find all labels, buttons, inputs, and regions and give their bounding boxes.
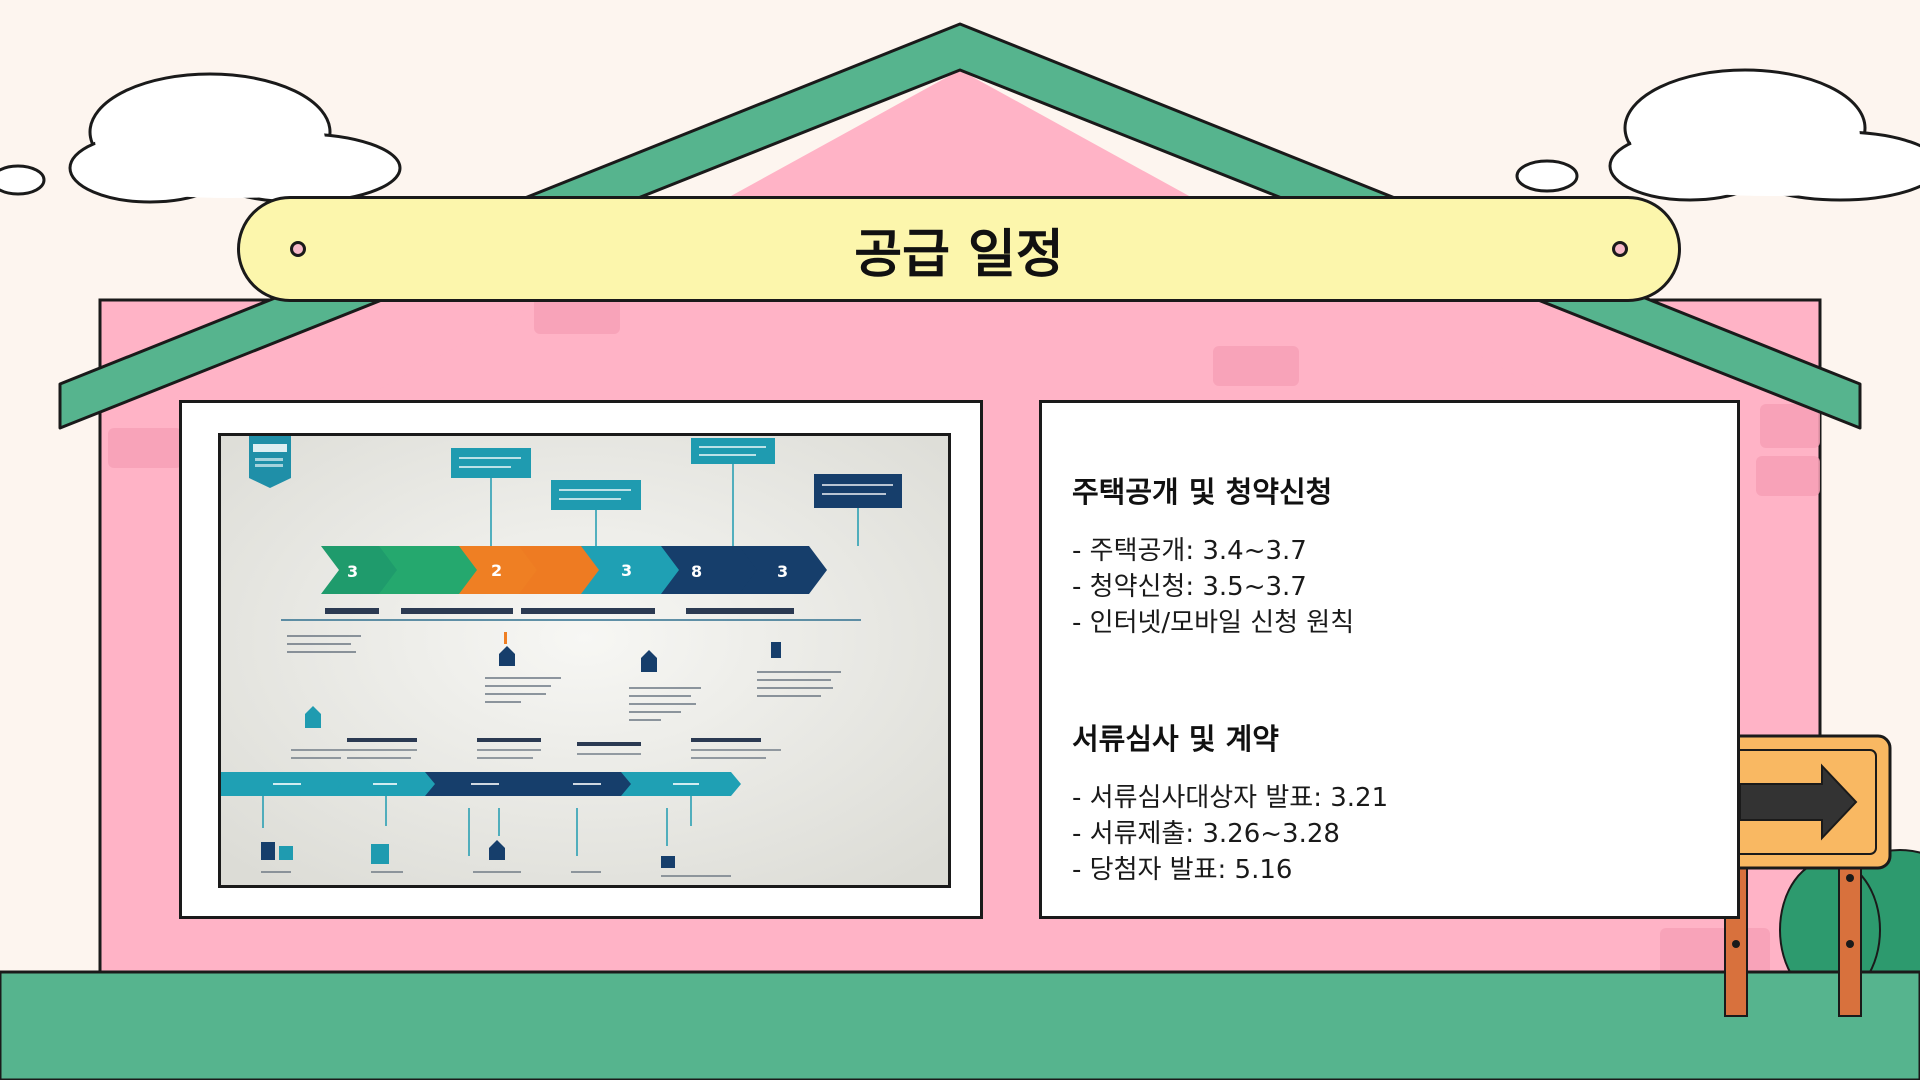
title-banner: 공급 일정	[237, 196, 1681, 302]
banner-pin-right	[1612, 241, 1628, 257]
svg-text:8: 8	[691, 562, 702, 581]
ground	[0, 970, 1920, 1080]
svg-text:3: 3	[777, 562, 788, 581]
page-title: 공급 일정	[854, 224, 1064, 285]
svg-text:2: 2	[491, 561, 502, 580]
schedule-item: - 주택공개: 3.4~3.7	[1072, 536, 1307, 566]
schedule-item: - 인터넷/모바일 신청 원칙	[1072, 608, 1355, 638]
section-heading: 주택공개 및 청약신청	[1072, 475, 1333, 509]
roof	[58, 22, 1862, 430]
arrow-right-icon	[1739, 763, 1858, 841]
schedule-item: - 당첨자 발표: 5.16	[1072, 855, 1293, 885]
cloud-left-fill	[80, 88, 380, 198]
svg-text:3: 3	[621, 561, 632, 580]
infographic-panel: 3 2 3 8 3	[179, 400, 983, 919]
section-review-contract: 서류심사 및 계약 - 서류심사대상자 발표: 3.21 - 서류제출: 3.2…	[1072, 716, 1712, 888]
schedule-item: - 서류제출: 3.26~3.28	[1072, 819, 1340, 849]
banner-pin-left	[290, 241, 306, 257]
schedule-item: - 서류심사대상자 발표: 3.21	[1072, 783, 1389, 813]
timeline-infographic-image: 3 2 3 8 3	[218, 433, 951, 888]
svg-text:3: 3	[347, 562, 358, 581]
section-announcement: 주택공개 및 청약신청 - 주택공개: 3.4~3.7 - 청약신청: 3.5~…	[1072, 469, 1712, 641]
section-heading: 서류심사 및 계약	[1072, 722, 1279, 756]
schedule-panel: 주택공개 및 청약신청 - 주택공개: 3.4~3.7 - 청약신청: 3.5~…	[1039, 400, 1740, 919]
cloud-right-fill	[1620, 84, 1920, 196]
infographic-graphic: 3 2 3 8 3	[221, 436, 948, 885]
schedule-item: - 청약신청: 3.5~3.7	[1072, 572, 1307, 602]
